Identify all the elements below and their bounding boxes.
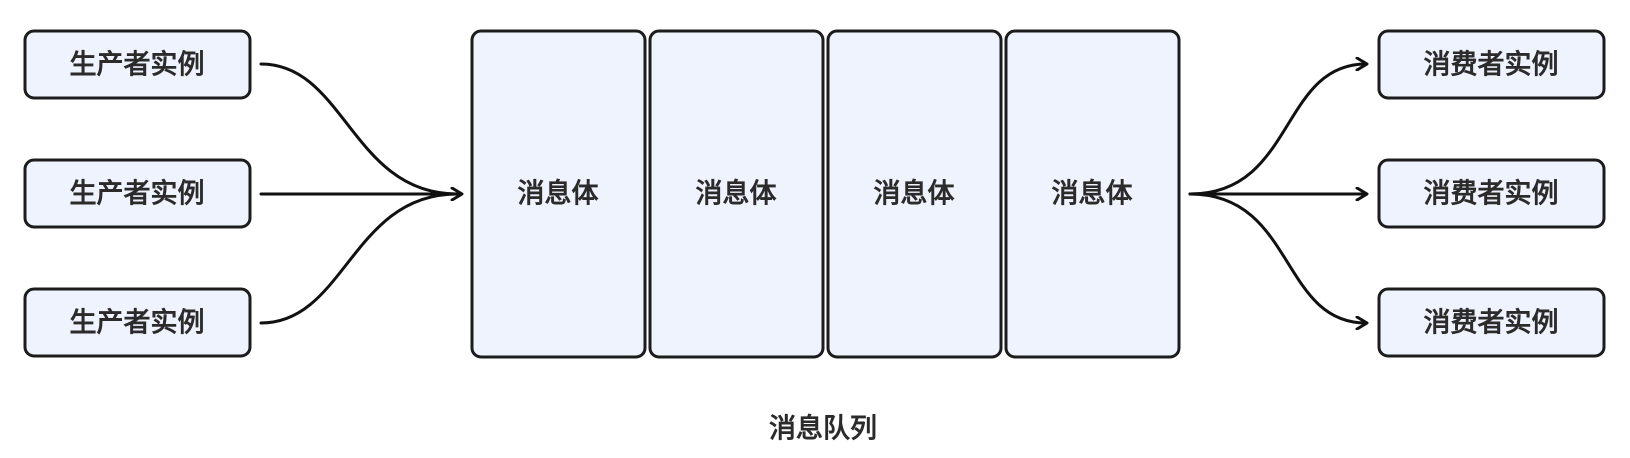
queue-to-consumer-arrow bbox=[1188, 64, 1366, 196]
producer-label: 生产者实例 bbox=[70, 49, 205, 81]
producer-label: 生产者实例 bbox=[70, 307, 205, 339]
producer-to-queue-arrow bbox=[259, 62, 459, 196]
producer-to-queue-arrow bbox=[259, 192, 459, 325]
producer-box bbox=[23, 158, 252, 229]
message-body-box bbox=[648, 29, 825, 359]
consumer-node: 消费者实例 bbox=[1377, 29, 1606, 100]
producer-box bbox=[23, 29, 252, 100]
consumer-label: 消费者实例 bbox=[1424, 307, 1559, 339]
message-body-node: 消息体 bbox=[826, 29, 1003, 359]
producer-node: 生产者实例 bbox=[23, 287, 252, 358]
producer-box bbox=[23, 287, 252, 358]
consumer-label: 消费者实例 bbox=[1424, 49, 1559, 81]
queue-caption: 消息队列 bbox=[769, 413, 877, 445]
consumer-label: 消费者实例 bbox=[1424, 178, 1559, 210]
message-body-box bbox=[1004, 29, 1181, 359]
message-body-label: 消息体 bbox=[874, 178, 956, 210]
message-body-label: 消息体 bbox=[1052, 178, 1134, 210]
queue-to-consumer-arrow bbox=[1188, 192, 1366, 323]
message-body-node: 消息体 bbox=[648, 29, 825, 359]
message-body-label: 消息体 bbox=[518, 178, 600, 210]
producer-label: 生产者实例 bbox=[70, 178, 205, 210]
consumer-box bbox=[1377, 287, 1606, 358]
producer-node: 生产者实例 bbox=[23, 29, 252, 100]
message-body-box bbox=[826, 29, 1003, 359]
consumer-box bbox=[1377, 29, 1606, 100]
consumer-node: 消费者实例 bbox=[1377, 158, 1606, 229]
message-body-label: 消息体 bbox=[696, 178, 778, 210]
consumer-box bbox=[1377, 158, 1606, 229]
message-body-node: 消息体 bbox=[1004, 29, 1181, 359]
producer-node: 生产者实例 bbox=[23, 158, 252, 229]
message-body-node: 消息体 bbox=[470, 29, 647, 359]
consumer-node: 消费者实例 bbox=[1377, 287, 1606, 358]
message-body-box bbox=[470, 29, 647, 359]
